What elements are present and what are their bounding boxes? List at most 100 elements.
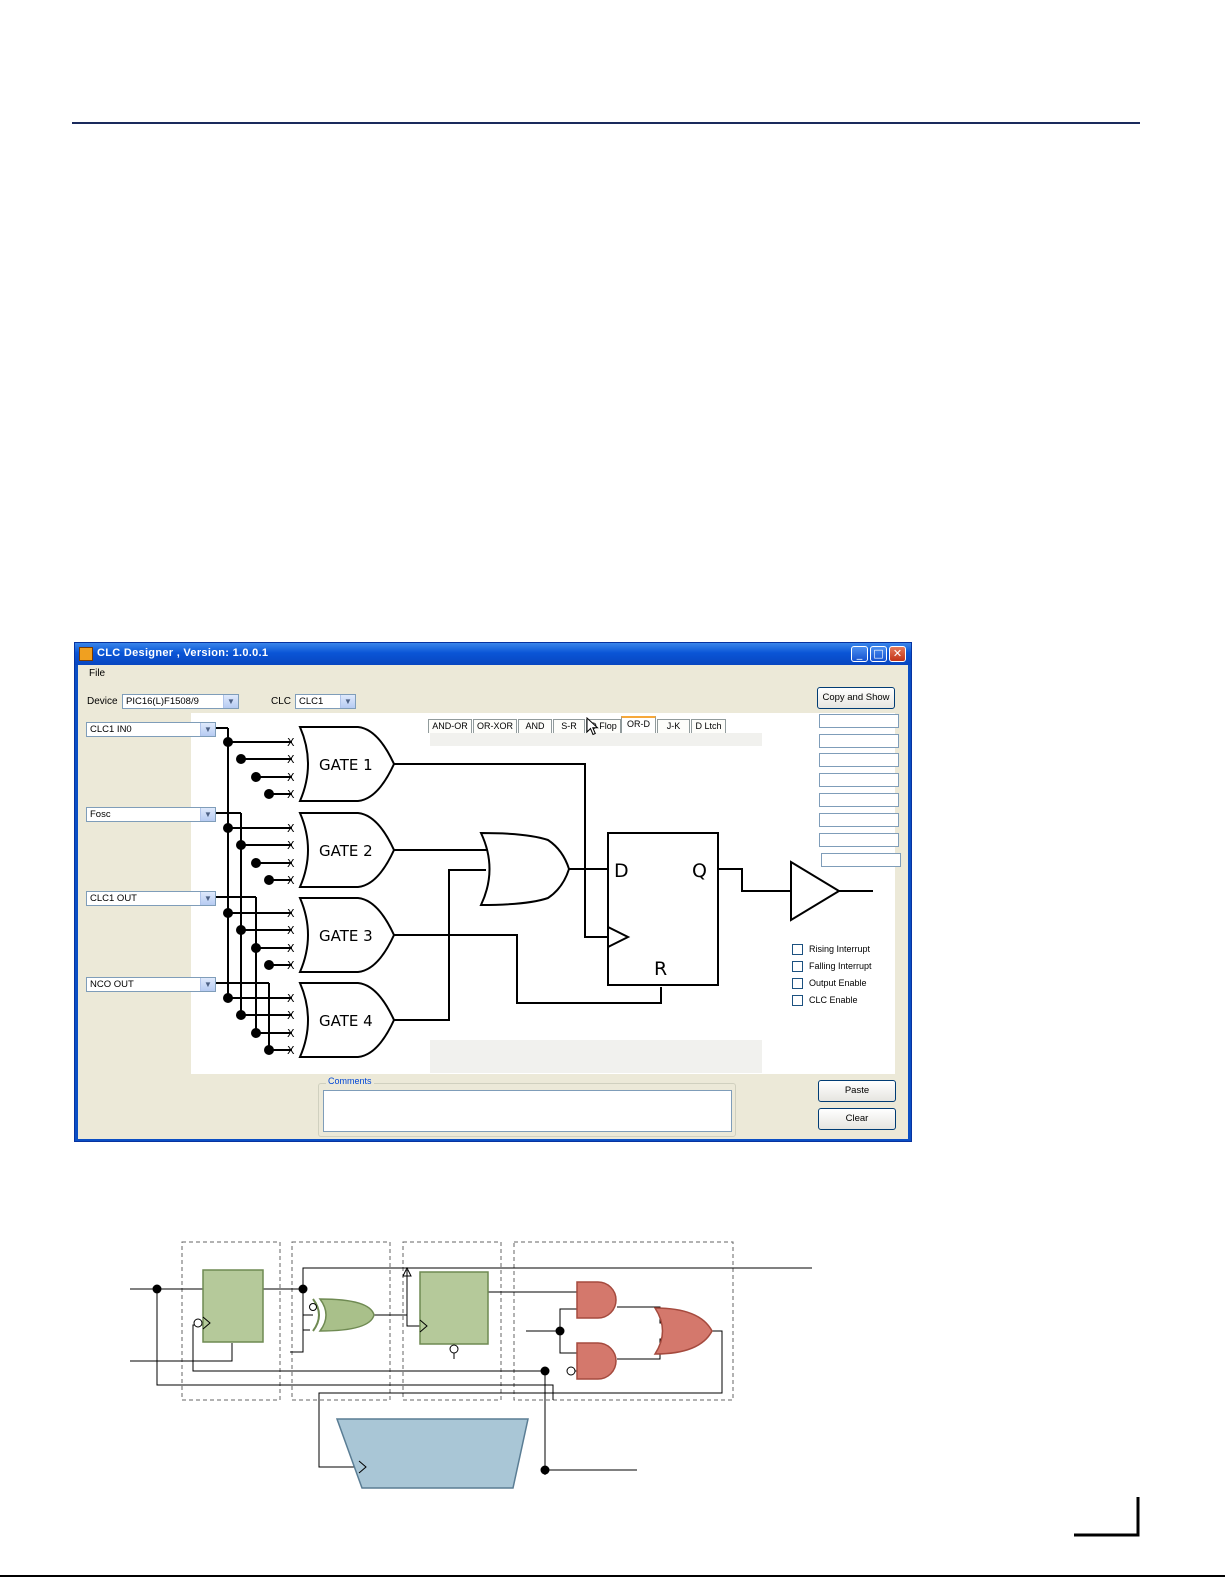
device-value: PIC16(L)F1508/9 bbox=[126, 696, 199, 707]
input-value: NCO OUT bbox=[90, 979, 134, 990]
gate-2-label: GATE 2 bbox=[319, 842, 373, 860]
and-gate-1 bbox=[576, 1281, 617, 1319]
device-select[interactable]: PIC16(L)F1508/9 ▼ bbox=[122, 694, 239, 709]
preview-strip-top bbox=[430, 733, 762, 746]
chevron-down-icon: ▼ bbox=[223, 695, 238, 708]
window-client-area: File Device PIC16(L)F1508/9 ▼ CLC CLC1 ▼… bbox=[78, 665, 908, 1139]
minimize-button[interactable]: _ bbox=[851, 646, 868, 662]
x-mark: X bbox=[287, 992, 295, 1005]
output-enable-label: Output Enable bbox=[809, 978, 867, 988]
input-select-3[interactable]: CLC1 OUT ▼ bbox=[86, 891, 216, 906]
footer-rule bbox=[0, 1575, 1225, 1577]
tab-j-k[interactable]: J-K bbox=[657, 719, 690, 733]
page-corner-mark bbox=[1074, 1497, 1140, 1537]
register-field-7[interactable] bbox=[819, 833, 899, 847]
q-output-label: Q bbox=[692, 860, 707, 882]
x-mark: X bbox=[287, 1027, 295, 1040]
dashed-frame-2 bbox=[291, 1241, 391, 1401]
x-mark: X bbox=[287, 788, 295, 801]
logic-block-diagram bbox=[130, 1241, 812, 1489]
or-gate bbox=[653, 1307, 713, 1355]
x-mark: X bbox=[287, 736, 295, 749]
preview-strip-bottom bbox=[430, 1040, 762, 1073]
r-input-label: R bbox=[654, 958, 667, 980]
tab-and[interactable]: AND bbox=[518, 719, 552, 733]
register-field-8[interactable] bbox=[821, 853, 901, 867]
input-value: CLC1 OUT bbox=[90, 893, 137, 904]
input-select-1[interactable]: CLC1 IN0 ▼ bbox=[86, 722, 216, 737]
clc-select[interactable]: CLC1 ▼ bbox=[295, 694, 356, 709]
x-mark: X bbox=[287, 839, 295, 852]
input-value: CLC1 IN0 bbox=[90, 724, 132, 735]
chevron-down-icon: ▼ bbox=[200, 808, 215, 821]
input-select-4[interactable]: NCO OUT ▼ bbox=[86, 977, 216, 992]
clock-triangle-icon bbox=[607, 926, 631, 948]
title-bar[interactable]: CLC Designer , Version: 1.0.0.1 _ □ ✕ bbox=[75, 643, 911, 665]
register-field-3[interactable] bbox=[819, 753, 899, 767]
x-mark: X bbox=[287, 822, 295, 835]
flipflop-1-block bbox=[202, 1269, 264, 1343]
output-enable-checkbox[interactable] bbox=[792, 978, 803, 989]
tab-or-d[interactable]: OR-D bbox=[621, 716, 656, 733]
output-buffer bbox=[790, 860, 841, 922]
rising-interrupt-label: Rising Interrupt bbox=[809, 944, 871, 954]
chevron-down-icon: ▼ bbox=[200, 723, 215, 736]
app-icon bbox=[79, 647, 93, 661]
dashed-frame-4 bbox=[513, 1241, 734, 1401]
mouse-cursor-icon bbox=[586, 717, 599, 736]
tab-s-r[interactable]: S-R bbox=[553, 719, 585, 733]
clear-button[interactable]: Clear bbox=[818, 1108, 896, 1130]
register-field-4[interactable] bbox=[819, 773, 899, 787]
flipflop-2-block bbox=[419, 1271, 489, 1345]
comments-textarea[interactable] bbox=[323, 1090, 732, 1132]
comments-label: Comments bbox=[326, 1076, 374, 1086]
menu-bar: File bbox=[78, 665, 908, 683]
gate-2-shape bbox=[298, 812, 396, 888]
x-mark: X bbox=[287, 1044, 295, 1057]
dashed-frame-3 bbox=[402, 1241, 502, 1401]
register-field-6[interactable] bbox=[819, 813, 899, 827]
close-button[interactable]: ✕ bbox=[889, 646, 906, 662]
paste-button[interactable]: Paste bbox=[818, 1080, 896, 1102]
input-value: Fosc bbox=[90, 809, 111, 820]
x-mark: X bbox=[287, 1009, 295, 1022]
clc-value: CLC1 bbox=[299, 696, 324, 707]
mux-block bbox=[335, 1418, 529, 1489]
gate-3-shape bbox=[298, 897, 396, 973]
x-mark: X bbox=[287, 942, 295, 955]
register-field-1[interactable] bbox=[819, 714, 899, 728]
d-input-label: D bbox=[614, 860, 629, 882]
header-rule bbox=[72, 122, 1140, 124]
x-mark: X bbox=[287, 924, 295, 937]
tab-d-ltch[interactable]: D Ltch bbox=[691, 719, 726, 733]
and-gate-2 bbox=[576, 1342, 617, 1380]
x-mark: X bbox=[287, 959, 295, 972]
falling-interrupt-label: Falling Interrupt bbox=[809, 961, 872, 971]
copy-and-show-button[interactable]: Copy and Show bbox=[817, 687, 895, 709]
tab-or-xor[interactable]: OR-XOR bbox=[473, 719, 517, 733]
gate-1-label: GATE 1 bbox=[319, 756, 373, 774]
gate-3-label: GATE 3 bbox=[319, 927, 373, 945]
register-field-2[interactable] bbox=[819, 734, 899, 748]
gate-1-shape bbox=[298, 726, 396, 802]
xor-gate bbox=[318, 1298, 375, 1332]
menu-file[interactable]: File bbox=[89, 668, 106, 679]
x-mark: X bbox=[287, 907, 295, 920]
dashed-frame-1 bbox=[181, 1241, 281, 1401]
falling-interrupt-checkbox[interactable] bbox=[792, 961, 803, 972]
gate-4-shape bbox=[298, 982, 396, 1058]
d-flipflop-block bbox=[607, 832, 719, 986]
clc-enable-checkbox[interactable] bbox=[792, 995, 803, 1006]
device-label: Device bbox=[87, 696, 118, 707]
x-mark: X bbox=[287, 771, 295, 784]
chevron-down-icon: ▼ bbox=[200, 978, 215, 991]
rising-interrupt-checkbox[interactable] bbox=[792, 944, 803, 955]
clc-enable-label: CLC Enable bbox=[809, 995, 858, 1005]
tab-and-or[interactable]: AND-OR bbox=[428, 719, 472, 733]
register-field-5[interactable] bbox=[819, 793, 899, 807]
window-title: CLC Designer , Version: 1.0.0.1 bbox=[97, 647, 269, 659]
x-mark: X bbox=[287, 874, 295, 887]
maximize-button[interactable]: □ bbox=[870, 646, 887, 662]
input-select-2[interactable]: Fosc ▼ bbox=[86, 807, 216, 822]
